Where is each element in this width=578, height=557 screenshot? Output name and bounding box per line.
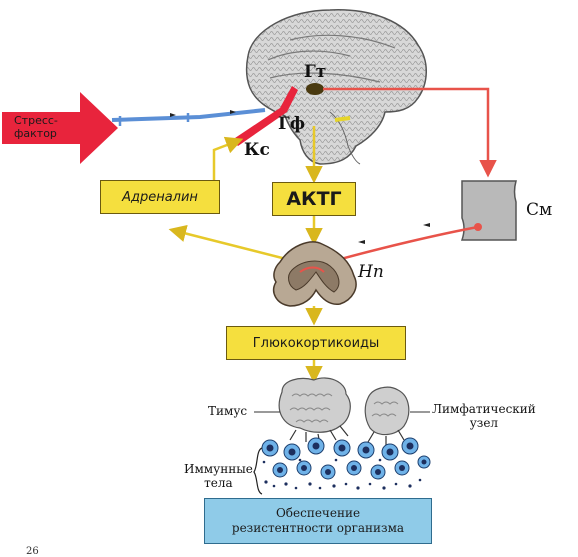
adrenal-to-adrenaline-arrow xyxy=(168,224,299,264)
immune-bodies-line2: тела xyxy=(204,476,233,490)
lymph-node-line1: Лимфатический xyxy=(432,402,536,416)
actg-box: АКТГ xyxy=(272,182,356,216)
adrenaline-label: Адреналин xyxy=(122,189,198,205)
glucocorticoids-label: Глюкокортикоиды xyxy=(252,335,380,351)
adrenal-label: Нп xyxy=(358,262,384,282)
thymus-label: Тимус xyxy=(208,404,248,418)
immune-cells xyxy=(261,437,431,490)
sympathetic-to-adrenal-line xyxy=(329,225,479,264)
result-line2: резистентности организма xyxy=(231,521,405,535)
sympathetic-box xyxy=(460,180,517,241)
result-line1: Обеспечение xyxy=(275,506,361,520)
nerve-pathway xyxy=(111,108,266,122)
lymph-node-line2: узел xyxy=(469,416,499,430)
adrenal-gland xyxy=(272,241,357,307)
lymph-node-organ xyxy=(364,386,410,436)
hypothalamus-to-sympathetic-line xyxy=(323,87,497,178)
immune-brace xyxy=(253,447,263,495)
stress-factor-label: Стресс- фактор xyxy=(14,114,58,140)
actg-label: АКТГ xyxy=(286,188,342,210)
sympathetic-label: См xyxy=(526,200,553,220)
adrenaline-to-cortex-arrow xyxy=(212,136,244,180)
page-number: 26 xyxy=(26,546,39,557)
lymph-node-label: Лимфатический узел xyxy=(432,402,536,430)
stress-factor-line1: Стресс- xyxy=(14,114,58,127)
glucocorticoids-box: Глюкокортикоиды xyxy=(226,326,406,360)
thymus-organ xyxy=(278,377,351,433)
brain-illustration xyxy=(245,9,427,165)
stress-factor-line2: фактор xyxy=(14,127,57,140)
immune-bodies-label: Иммунные тела xyxy=(184,462,253,490)
hypothalamus-label: Гт xyxy=(304,62,327,82)
cortex-pathway xyxy=(232,86,298,146)
result-box: Обеспечение резистентности организма xyxy=(204,498,432,544)
cortex-label: Кс xyxy=(244,140,270,160)
stress-factor-arrow xyxy=(2,92,118,164)
pituitary-label: Гф xyxy=(278,114,306,134)
hypothalamus-node xyxy=(306,83,324,95)
adrenaline-box: Адреналин xyxy=(100,180,220,214)
immune-bodies-line1: Иммунные xyxy=(184,462,253,476)
